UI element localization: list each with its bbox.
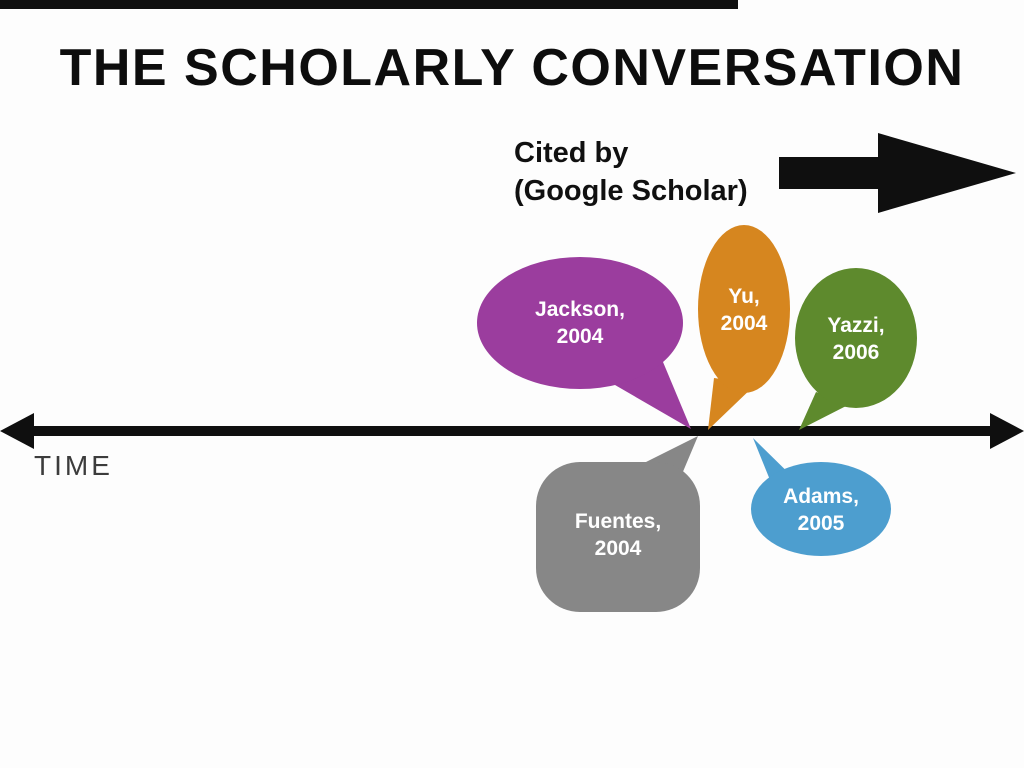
bubble-yu-line1: Yu, <box>728 285 760 308</box>
bubble-fuentes-line2: 2004 <box>595 537 642 560</box>
bubble-jackson-2004: Jackson, 2004 <box>477 257 691 429</box>
timeline-axis <box>0 413 1024 449</box>
top-border-bar <box>0 0 738 9</box>
bubble-yu-body <box>698 225 790 393</box>
cited-by-label: Cited by (Google Scholar) <box>514 134 748 211</box>
bubble-jackson-line2: 2004 <box>557 325 604 348</box>
cited-by-line1: Cited by <box>514 137 629 169</box>
bubble-yu-line2: 2004 <box>721 312 768 335</box>
bubble-adams-2005: Adams, 2005 <box>751 438 891 556</box>
bubble-yazzi-body <box>795 268 917 408</box>
bubble-fuentes-line1: Fuentes, <box>575 510 661 533</box>
cited-by-arrow-icon <box>779 133 1016 213</box>
bubble-adams-body <box>751 462 891 556</box>
slide-title: THE SCHOLARLY CONVERSATION <box>59 39 965 97</box>
bubble-fuentes-2004: Fuentes, 2004 <box>536 436 700 612</box>
bubble-yazzi-line1: Yazzi, <box>827 314 884 337</box>
bubble-adams-line2: 2005 <box>798 512 845 535</box>
bubble-yazzi-line2: 2006 <box>833 341 880 364</box>
bubble-fuentes-body <box>536 462 700 612</box>
bubble-jackson-line1: Jackson, <box>535 298 625 321</box>
bubble-jackson-body <box>477 257 683 389</box>
bubble-yazzi-2006: Yazzi, 2006 <box>795 268 917 430</box>
bubble-adams-line1: Adams, <box>783 485 859 508</box>
cited-by-line2: (Google Scholar) <box>514 175 748 208</box>
time-axis-label: TIME <box>34 450 113 481</box>
bubble-yu-2004: Yu, 2004 <box>698 225 790 430</box>
